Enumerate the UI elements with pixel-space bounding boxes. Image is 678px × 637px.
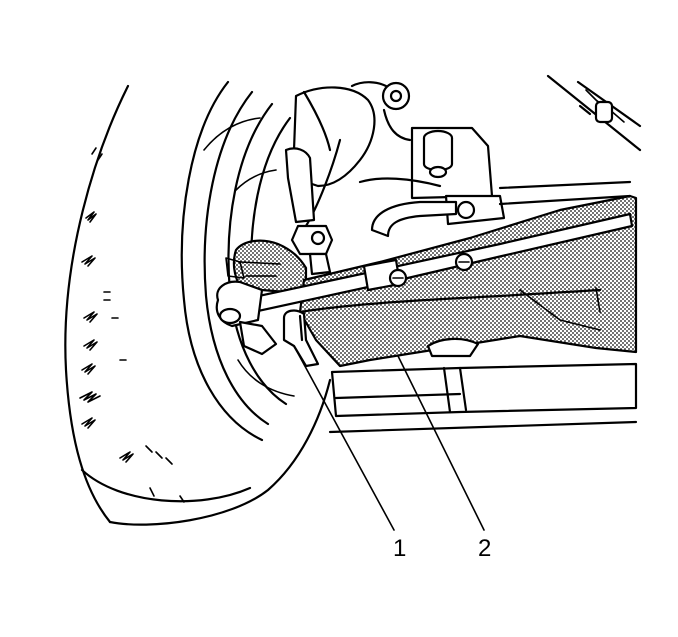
tire-tread bbox=[79, 147, 185, 503]
cross-member bbox=[328, 362, 638, 434]
callout-2: 2 bbox=[478, 535, 491, 562]
tie-rod bbox=[238, 212, 634, 316]
leader-line-2 bbox=[397, 355, 485, 531]
brake-caliper bbox=[232, 239, 308, 294]
stabilizer-link bbox=[410, 126, 506, 226]
hose bbox=[358, 177, 632, 238]
upper-control-arm bbox=[284, 86, 376, 276]
ball-joint bbox=[350, 81, 412, 142]
leader-line-1 bbox=[293, 345, 395, 531]
callout-1: 1 bbox=[393, 535, 406, 562]
leader-lines bbox=[293, 345, 485, 531]
tie-rod-end bbox=[215, 257, 278, 356]
frame-bracket bbox=[546, 74, 642, 152]
tire bbox=[64, 84, 332, 526]
